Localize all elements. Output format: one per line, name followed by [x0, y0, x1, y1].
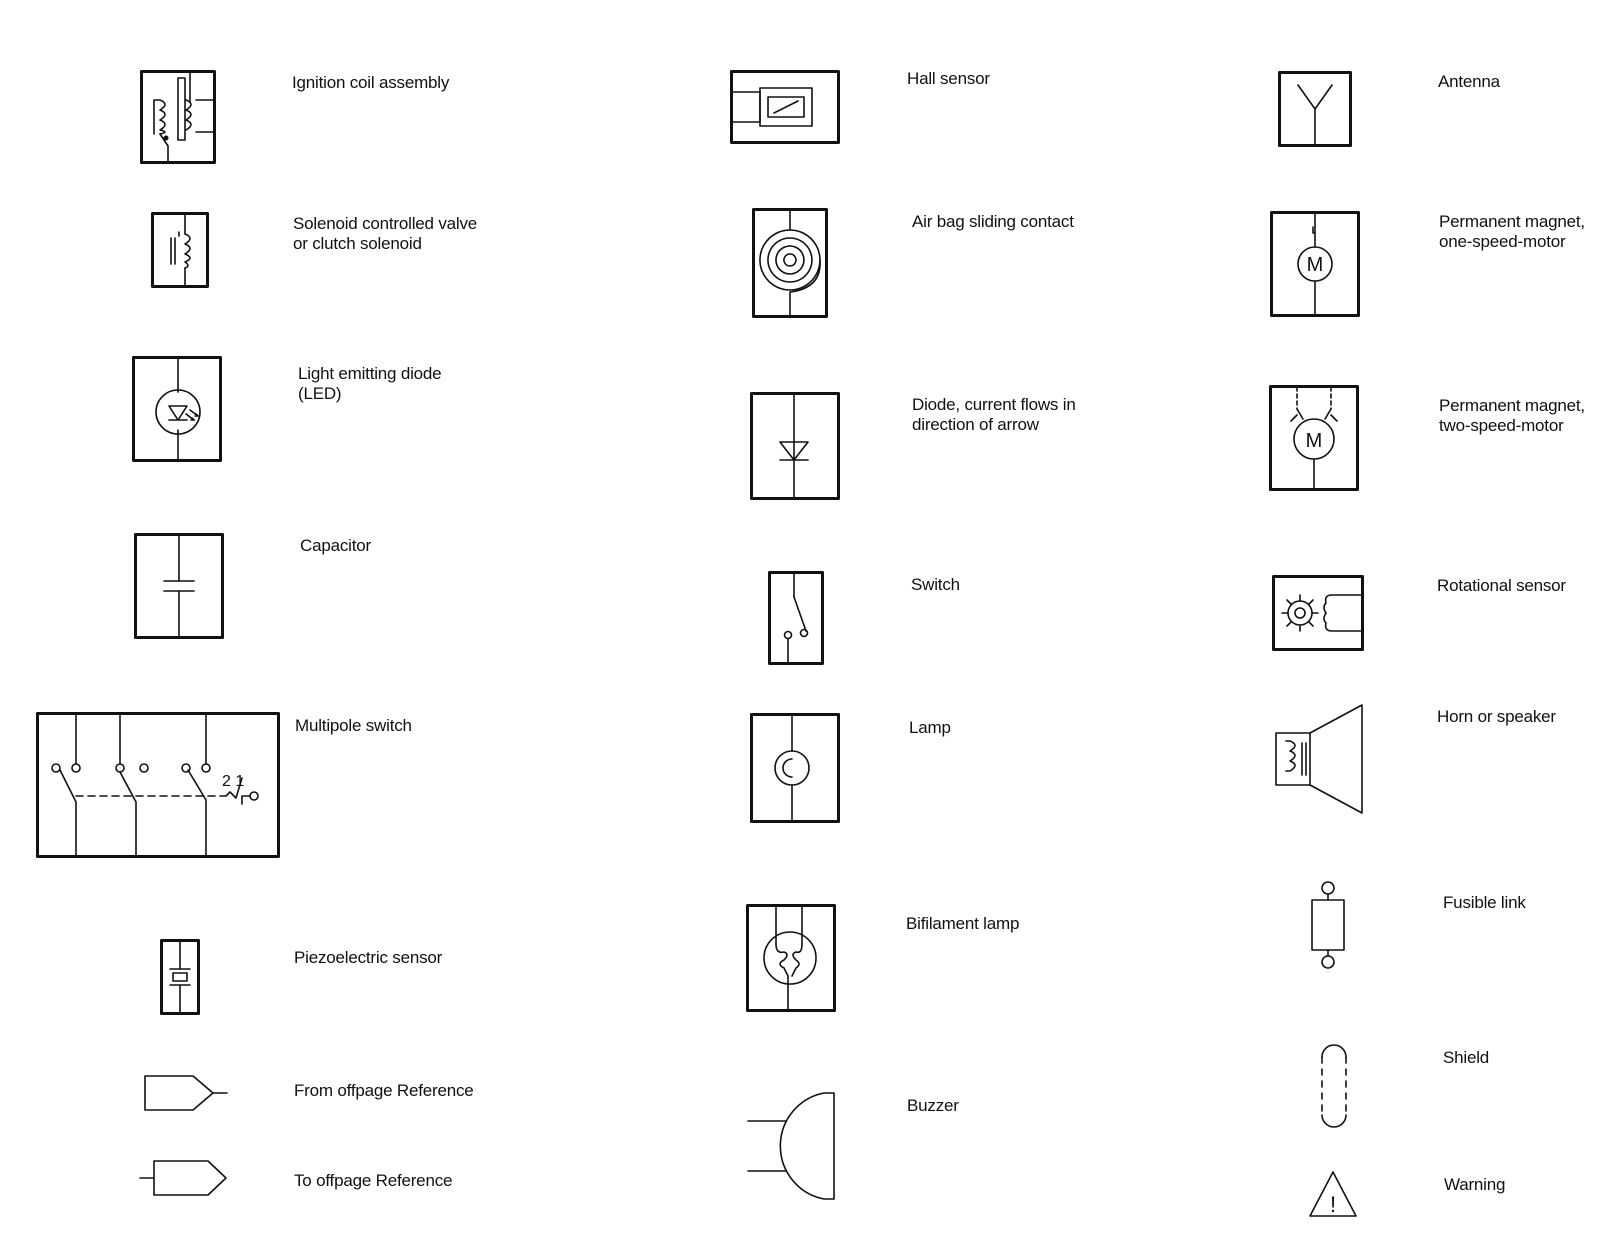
- lamp-label: Lamp: [909, 718, 951, 737]
- bifilament-lamp-label: Bifilament lamp: [906, 914, 1020, 933]
- antenna-icon: [1278, 71, 1352, 147]
- fusible-link-label: Fusible link: [1443, 893, 1526, 912]
- buzzer-icon: [747, 1092, 835, 1200]
- led-icon: [132, 356, 222, 462]
- bifilament-lamp-icon: [746, 904, 836, 1012]
- rotational-sensor-label: Rotational sensor: [1437, 576, 1566, 595]
- multipole-switch-icon: 2 1: [36, 712, 280, 858]
- piezoelectric-sensor-icon: [160, 939, 200, 1015]
- one-speed-motor-icon: M: [1270, 211, 1360, 317]
- two-speed-motor-icon: M: [1269, 385, 1359, 491]
- shield-label: Shield: [1443, 1048, 1490, 1067]
- led-label: Light emitting diode (LED): [298, 364, 442, 403]
- solenoid-valve-icon: [151, 212, 209, 288]
- to-offpage-label: To offpage Reference: [294, 1171, 453, 1190]
- shield-icon: [1321, 1044, 1347, 1128]
- switch-label: Switch: [911, 575, 960, 594]
- rotational-sensor-icon: [1272, 575, 1364, 651]
- buzzer-label: Buzzer: [907, 1096, 959, 1115]
- warning-label: Warning: [1444, 1175, 1506, 1194]
- one-speed-motor-letter: M: [1307, 254, 1324, 276]
- two-speed-motor-label: Permanent magnet, two-speed-motor: [1439, 396, 1585, 435]
- warning-mark: !: [1330, 1192, 1336, 1217]
- multipole-contact-numbers: 2 1: [222, 773, 244, 790]
- diode-icon: [750, 392, 840, 500]
- airbag-contact-label: Air bag sliding contact: [912, 212, 1074, 231]
- diode-label: Diode, current flows in direction of arr…: [912, 395, 1076, 434]
- warning-icon: !: [1309, 1171, 1357, 1217]
- to-offpage-icon: [139, 1160, 227, 1196]
- solenoid-valve-label: Solenoid controlled valve or clutch sole…: [293, 214, 478, 253]
- hall-sensor-label: Hall sensor: [907, 69, 990, 88]
- capacitor-label: Capacitor: [300, 536, 371, 555]
- lamp-icon: [750, 713, 840, 823]
- two-speed-motor-letter: M: [1306, 430, 1323, 452]
- from-offpage-icon: [144, 1075, 228, 1111]
- switch-icon: [768, 571, 824, 665]
- fusible-link-icon: [1311, 881, 1345, 969]
- piezoelectric-sensor-label: Piezoelectric sensor: [294, 948, 443, 967]
- antenna-label: Antenna: [1438, 72, 1500, 91]
- ignition-coil-icon: [140, 70, 216, 164]
- one-speed-motor-label: Permanent magnet, one-speed-motor: [1439, 212, 1585, 251]
- multipole-switch-label: Multipole switch: [295, 716, 412, 735]
- airbag-contact-icon: [752, 208, 828, 318]
- capacitor-icon: [134, 533, 224, 639]
- from-offpage-label: From offpage Reference: [294, 1081, 474, 1100]
- horn-speaker-label: Horn or speaker: [1437, 707, 1556, 726]
- ignition-coil-label: Ignition coil assembly: [292, 73, 450, 92]
- horn-speaker-icon: [1275, 704, 1363, 814]
- hall-sensor-icon: [730, 70, 840, 144]
